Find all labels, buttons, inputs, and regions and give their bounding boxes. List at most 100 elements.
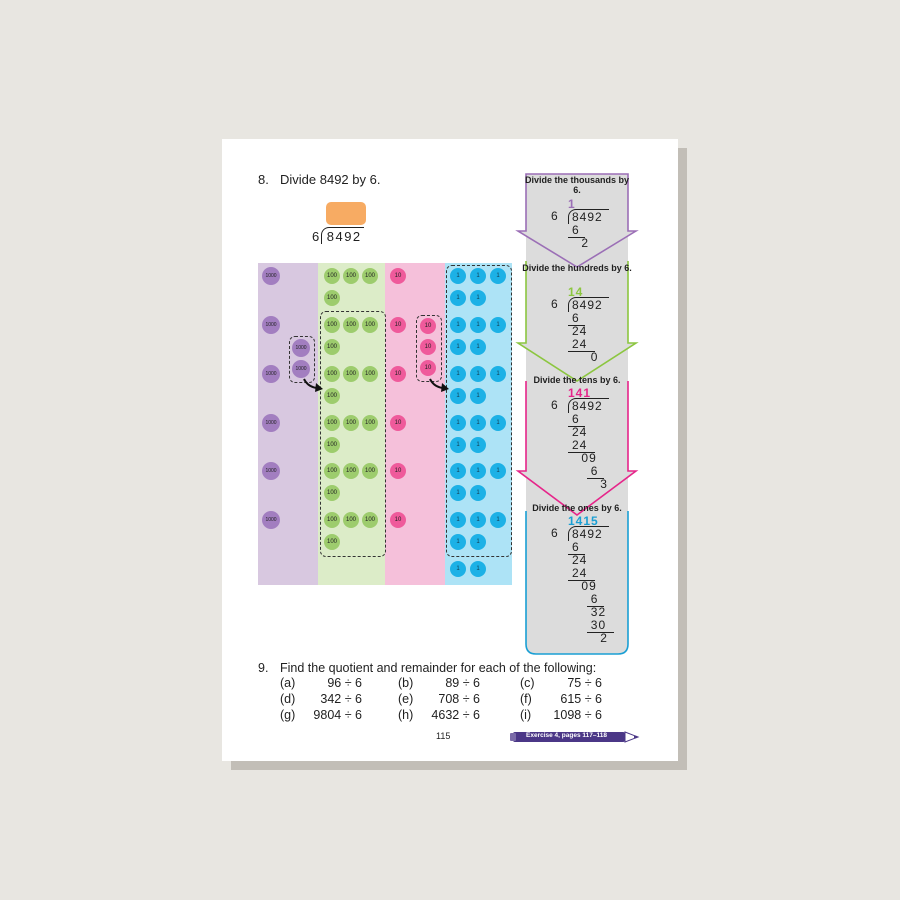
step-4-work-line: 24 xyxy=(572,553,588,567)
step-3-quotient: 141 xyxy=(568,386,592,400)
answer-box[interactable] xyxy=(326,202,366,225)
subtraction-rule xyxy=(586,606,605,607)
step-2-quotient: 14 xyxy=(568,285,584,299)
question-9-item-expression: 96 ÷ 6 xyxy=(327,676,362,690)
step-2-work-line: 24 xyxy=(572,324,588,338)
step-1-quotient: 1 xyxy=(568,197,576,211)
step-1-work-line: 2 xyxy=(581,236,590,250)
ones-disc: 1 xyxy=(470,534,486,550)
ones-disc: 1 xyxy=(470,366,486,382)
step-4-title: Divide the ones by 6. xyxy=(532,503,622,513)
hundreds-disc: 100 xyxy=(343,415,359,431)
thousands-disc: 1000 xyxy=(262,511,280,529)
thousands-disc: 1000 xyxy=(262,462,280,480)
hundreds-disc: 100 xyxy=(362,317,378,333)
step-3-work-line: 6 xyxy=(590,464,599,478)
ones-disc: 1 xyxy=(450,268,466,284)
subtraction-rule xyxy=(568,554,586,555)
question-9-item-expression: 89 ÷ 6 xyxy=(445,676,480,690)
ones-disc: 1 xyxy=(450,437,466,453)
ones-disc: 1 xyxy=(450,317,466,333)
ones-disc: 1 xyxy=(490,463,506,479)
ones-disc: 1 xyxy=(490,366,506,382)
thousands-disc: 1000 xyxy=(262,316,280,334)
tens-disc: 10 xyxy=(390,366,406,382)
hundreds-disc: 100 xyxy=(343,463,359,479)
question-9-item-expression: 1098 ÷ 6 xyxy=(553,708,602,722)
step-3-divisor: 6 xyxy=(551,398,559,412)
hundreds-disc: 100 xyxy=(324,512,340,528)
hundreds-disc: 100 xyxy=(324,339,340,355)
ones-disc: 1 xyxy=(470,268,486,284)
regroup-tens-disc: 10 xyxy=(420,360,436,376)
hundreds-disc: 100 xyxy=(324,463,340,479)
step-1-divisor: 6 xyxy=(551,209,559,223)
question-9-item-label: (f) xyxy=(520,692,532,706)
question-8-text: Divide 8492 by 6. xyxy=(280,172,381,187)
step-4-dividend: 8492 xyxy=(568,526,609,541)
question-9-number: 9. xyxy=(258,661,269,675)
question-9-item-label: (a) xyxy=(280,676,296,690)
hundreds-disc: 100 xyxy=(324,485,340,501)
tens-disc: 10 xyxy=(390,268,406,284)
regroup-thousands-box xyxy=(289,336,315,383)
hundreds-disc: 100 xyxy=(324,317,340,333)
hundreds-disc: 100 xyxy=(324,437,340,453)
ones-disc: 1 xyxy=(450,366,466,382)
step-3-work-line: 6 xyxy=(572,412,580,426)
hundreds-disc: 100 xyxy=(343,317,359,333)
step-3-work-line: 24 xyxy=(572,425,588,439)
hundreds-disc: 100 xyxy=(324,534,340,550)
question-9-item-expression: 708 ÷ 6 xyxy=(438,692,480,706)
ones-disc: 1 xyxy=(490,415,506,431)
hundreds-disc: 100 xyxy=(362,463,378,479)
step-4-work-line: 09 xyxy=(581,579,597,593)
question-9-item-label: (c) xyxy=(520,676,535,690)
ones-disc: 1 xyxy=(470,437,486,453)
question-9-item-expression: 4632 ÷ 6 xyxy=(431,708,480,722)
ones-disc: 1 xyxy=(470,290,486,306)
subtraction-rule xyxy=(568,237,586,238)
hundreds-disc: 100 xyxy=(324,290,340,306)
step-2-title: Divide the hundreds by 6. xyxy=(522,263,632,273)
question-9-item-expression: 9804 ÷ 6 xyxy=(313,708,362,722)
thousands-disc: 1000 xyxy=(262,365,280,383)
subtraction-rule xyxy=(568,351,595,352)
hundreds-disc: 100 xyxy=(343,366,359,382)
ones-disc: 1 xyxy=(470,485,486,501)
arrow-icon xyxy=(429,378,449,392)
subtraction-rule xyxy=(568,426,586,427)
regroup-tens-box xyxy=(416,315,442,382)
step-4-work-line: 6 xyxy=(572,540,580,554)
ones-disc: 1 xyxy=(450,485,466,501)
step-2-dividend: 8492 xyxy=(568,297,609,312)
step-3-dividend: 8492 xyxy=(568,398,609,413)
ones-disc: 1 xyxy=(470,415,486,431)
exercise-reference: Exercise 4, pages 117–118 xyxy=(526,732,607,739)
hundreds-disc: 100 xyxy=(324,415,340,431)
question-9-item-label: (g) xyxy=(280,708,296,722)
step-2-work-line: 24 xyxy=(572,337,588,351)
hundreds-group-box xyxy=(320,311,386,557)
question-9-item-expression: 615 ÷ 6 xyxy=(560,692,602,706)
subtraction-rule xyxy=(586,478,605,479)
pencil-icon xyxy=(510,731,640,743)
step-4-work-line: 2 xyxy=(600,631,608,645)
regroup-thousands-disc: 1000 xyxy=(292,339,310,357)
question-9-text: Find the quotient and remainder for each… xyxy=(280,661,597,675)
step-4-work-line: 32 xyxy=(590,605,607,619)
ones-disc: 1 xyxy=(450,534,466,550)
hundreds-disc: 100 xyxy=(362,366,378,382)
ones-disc: 1 xyxy=(450,290,466,306)
ones-disc: 1 xyxy=(450,415,466,431)
page-number: 115 xyxy=(436,731,451,741)
ones-disc: 1 xyxy=(450,512,466,528)
subtraction-rule xyxy=(568,325,586,326)
hundreds-disc: 100 xyxy=(324,366,340,382)
thousands-disc: 1000 xyxy=(262,267,280,285)
ones-disc: 1 xyxy=(470,317,486,333)
step-1-work-line: 6 xyxy=(572,223,580,237)
hundreds-disc: 100 xyxy=(324,268,340,284)
ones-disc: 1 xyxy=(450,463,466,479)
